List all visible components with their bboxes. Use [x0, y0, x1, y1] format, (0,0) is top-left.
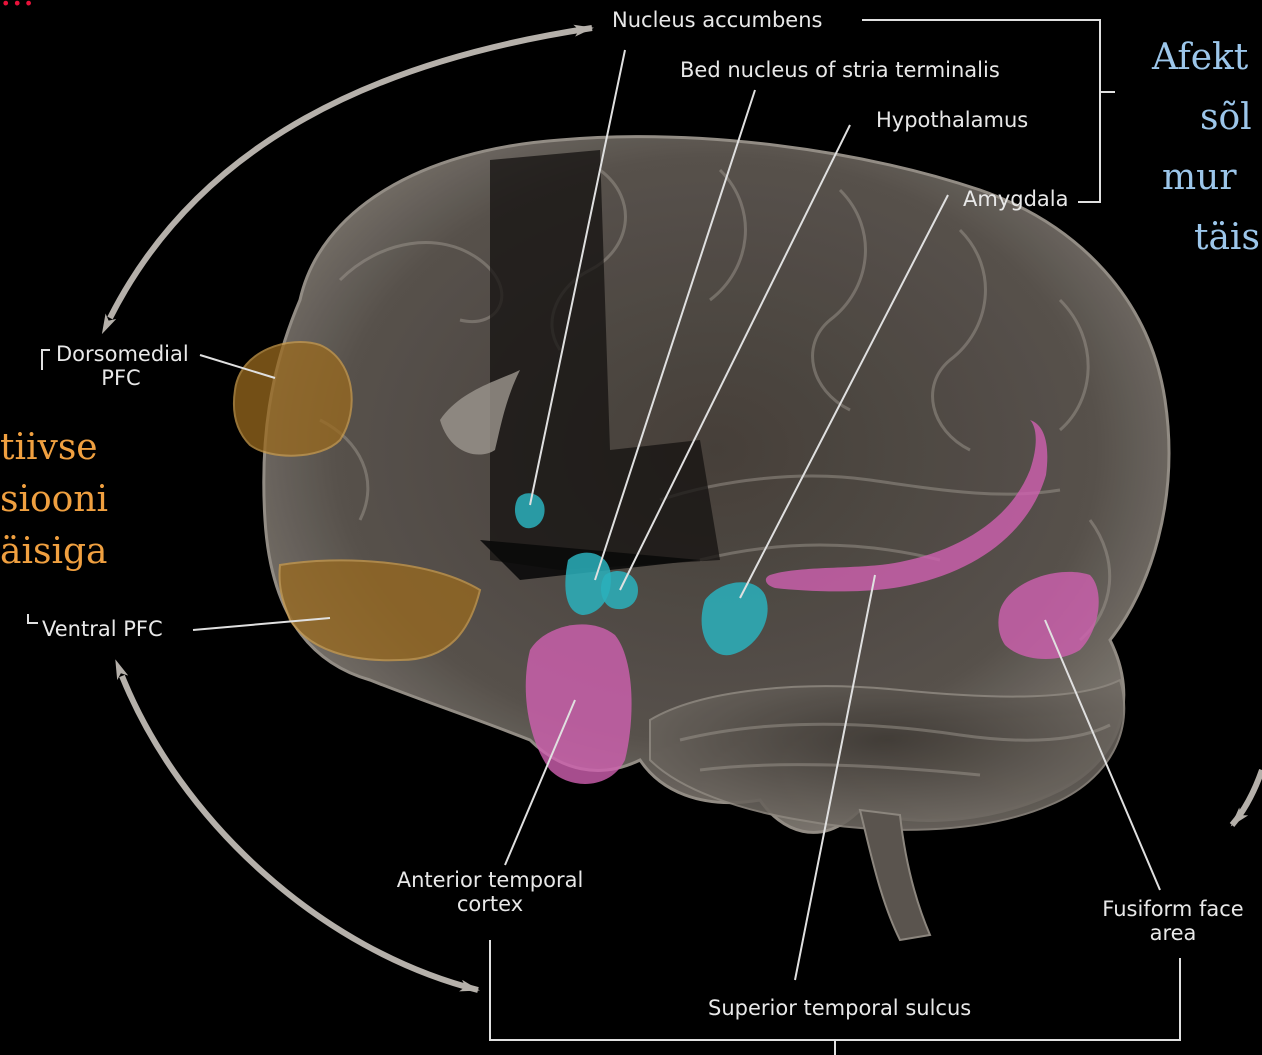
dorsomedial-pfc-region	[234, 342, 352, 456]
label-anterior-temporal-cortex: Anterior temporal cortex	[380, 868, 600, 916]
corner-text: ...	[0, 0, 34, 20]
label-hypothalamus: Hypothalamus	[876, 108, 1028, 132]
anterior-temporal-region	[526, 624, 632, 784]
label-superior-temporal-sulcus: Superior temporal sulcus	[708, 996, 971, 1020]
left-caption: tiivse siooni äisiga	[0, 422, 108, 578]
label-amygdala: Amygdala	[963, 187, 1068, 211]
right-caption: Afekt sõl mur täis	[1152, 28, 1260, 268]
label-ventral-pfc: Ventral PFC	[42, 617, 163, 641]
label-fusiform-face-area: Fusiform face area	[1090, 897, 1256, 945]
label-nucleus-accumbens: Nucleus accumbens	[612, 8, 822, 32]
label-dorsomedial-pfc: Dorsomedial PFC	[56, 342, 186, 390]
label-bed-nucleus: Bed nucleus of stria terminalis	[680, 58, 1000, 82]
brain-illustration-icon	[264, 137, 1169, 940]
